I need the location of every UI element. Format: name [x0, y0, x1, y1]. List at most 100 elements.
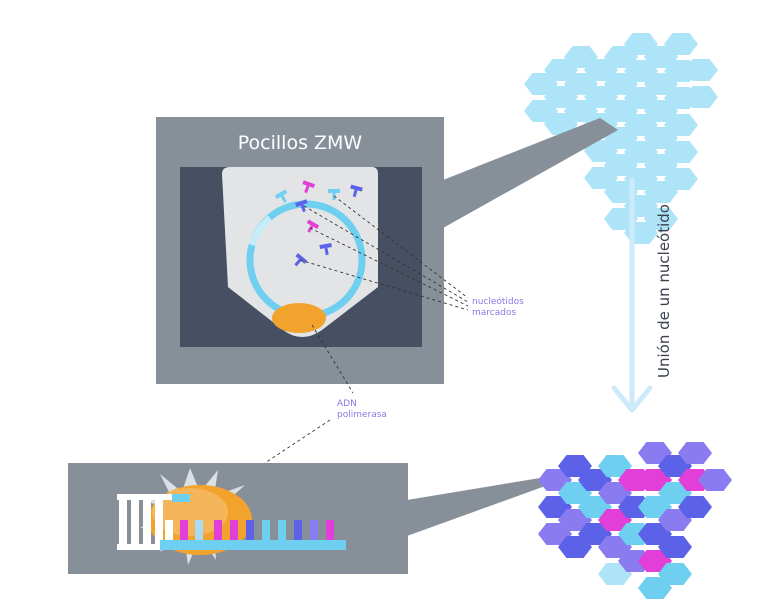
hexagon-cell [658, 536, 692, 558]
hexagon-cell [524, 100, 558, 122]
hexagon-cell [538, 496, 572, 518]
hexagon-cell [538, 469, 572, 491]
dna-base [246, 520, 254, 540]
nucleotide-marker [302, 180, 316, 194]
template-base [143, 494, 151, 550]
template-base [155, 494, 163, 550]
hexagon-cell [564, 73, 598, 95]
nucleotide-marker [294, 253, 308, 267]
hexagon-cell [664, 114, 698, 136]
hexagon-cell [638, 496, 672, 518]
zoom-wedge-bottom [407, 478, 548, 536]
hexagon-cell [558, 509, 592, 531]
nucleotide-marker [319, 243, 332, 256]
hexagon-cell [558, 536, 592, 558]
hexagon-cell [584, 167, 618, 189]
hexagon-cell [658, 455, 692, 477]
hexagon-cell [638, 550, 672, 572]
dna-base [262, 520, 270, 540]
hexagon-cell [544, 86, 578, 108]
nucleotide-marker [274, 189, 288, 203]
hexagon-cell [684, 59, 718, 81]
hexagon-cell [544, 113, 578, 135]
hexagon-cell [564, 100, 598, 122]
polymerase-leader-line-top [311, 324, 354, 394]
polymerase-label-line1: ADN [337, 399, 357, 409]
hexagon-cell [584, 140, 618, 162]
binding-arrow [611, 177, 653, 413]
hexagon-cell [664, 33, 698, 55]
polymerase-blob [272, 303, 326, 333]
dna-base [278, 520, 286, 540]
hexagon-cell [644, 154, 678, 176]
hexagon-cell [544, 59, 578, 81]
hexagon-cell [578, 523, 612, 545]
dna-base [310, 520, 318, 540]
hexagon-cell [598, 482, 632, 504]
hexagon-cell [638, 442, 672, 464]
dna-base [214, 520, 222, 540]
hexagon-cell [678, 442, 712, 464]
hexagon-cell [624, 60, 658, 82]
hexagon-cell [558, 482, 592, 504]
hexagon-cell [638, 577, 672, 599]
zmw-title: Pocillos ZMW [238, 132, 363, 154]
dna-base [326, 520, 334, 540]
hexagon-cell [638, 523, 672, 545]
hexagon-cell [644, 46, 678, 68]
nucleotides-label-line2: marcados [472, 308, 516, 318]
nucleotides-label-line1: nucleótidos [472, 296, 524, 307]
hexagon-cell [598, 455, 632, 477]
hexagon-cluster-bottom [538, 442, 732, 599]
dna-base [195, 520, 203, 540]
binding-arrow-label: Unión de un nucleótido [655, 204, 673, 378]
nucleotide-leader-lines [299, 195, 469, 311]
hexagon-cell [664, 141, 698, 163]
hexagon-cell [658, 482, 692, 504]
hexagon-cell [524, 73, 558, 95]
hexagon-cell [598, 509, 632, 531]
hexagon-cell [538, 523, 572, 545]
dna-ring-light-arc [248, 215, 273, 247]
hexagon-cell [624, 87, 658, 109]
zoom-wedge-top [443, 118, 618, 228]
hexagon-cell [624, 141, 658, 163]
hexagon-cell [564, 46, 598, 68]
hexagon-cell [658, 563, 692, 585]
hexagon-cell [664, 168, 698, 190]
nucleotide-marker [350, 184, 363, 198]
nucleotide-marker [294, 199, 308, 213]
hexagon-cell [604, 154, 638, 176]
hexagon-cell [678, 496, 712, 518]
dna-base [180, 520, 188, 540]
hexagon-cell [658, 509, 692, 531]
hexagon-cell [578, 469, 612, 491]
hexagon-cell [604, 100, 638, 122]
dna-backbone [160, 540, 346, 550]
hexagon-cell [644, 181, 678, 203]
dna-base [294, 520, 302, 540]
hexagon-cell [558, 455, 592, 477]
hexagon-cell [578, 496, 612, 518]
hexagon-cell [644, 208, 678, 230]
dna-base [230, 520, 238, 540]
hexagon-cell [604, 46, 638, 68]
nucleotide-marker [306, 219, 320, 233]
hexagon-cell [598, 563, 632, 585]
template-base [131, 494, 139, 550]
hexagon-cell [638, 469, 672, 491]
polymerase-label-line2: polimerasa [337, 410, 387, 420]
hexagon-cell [604, 73, 638, 95]
hexagon-cell [624, 33, 658, 55]
hexagon-cell [624, 114, 658, 136]
hexagon-cell [598, 536, 632, 558]
hexagon-cell [644, 127, 678, 149]
hexagon-cell [698, 469, 732, 491]
hexagon-cell [684, 86, 718, 108]
dna-base [165, 520, 173, 540]
hexagon-cell [584, 86, 618, 108]
hexagon-cell [644, 100, 678, 122]
template-base [119, 494, 127, 550]
hexagon-cell [584, 59, 618, 81]
